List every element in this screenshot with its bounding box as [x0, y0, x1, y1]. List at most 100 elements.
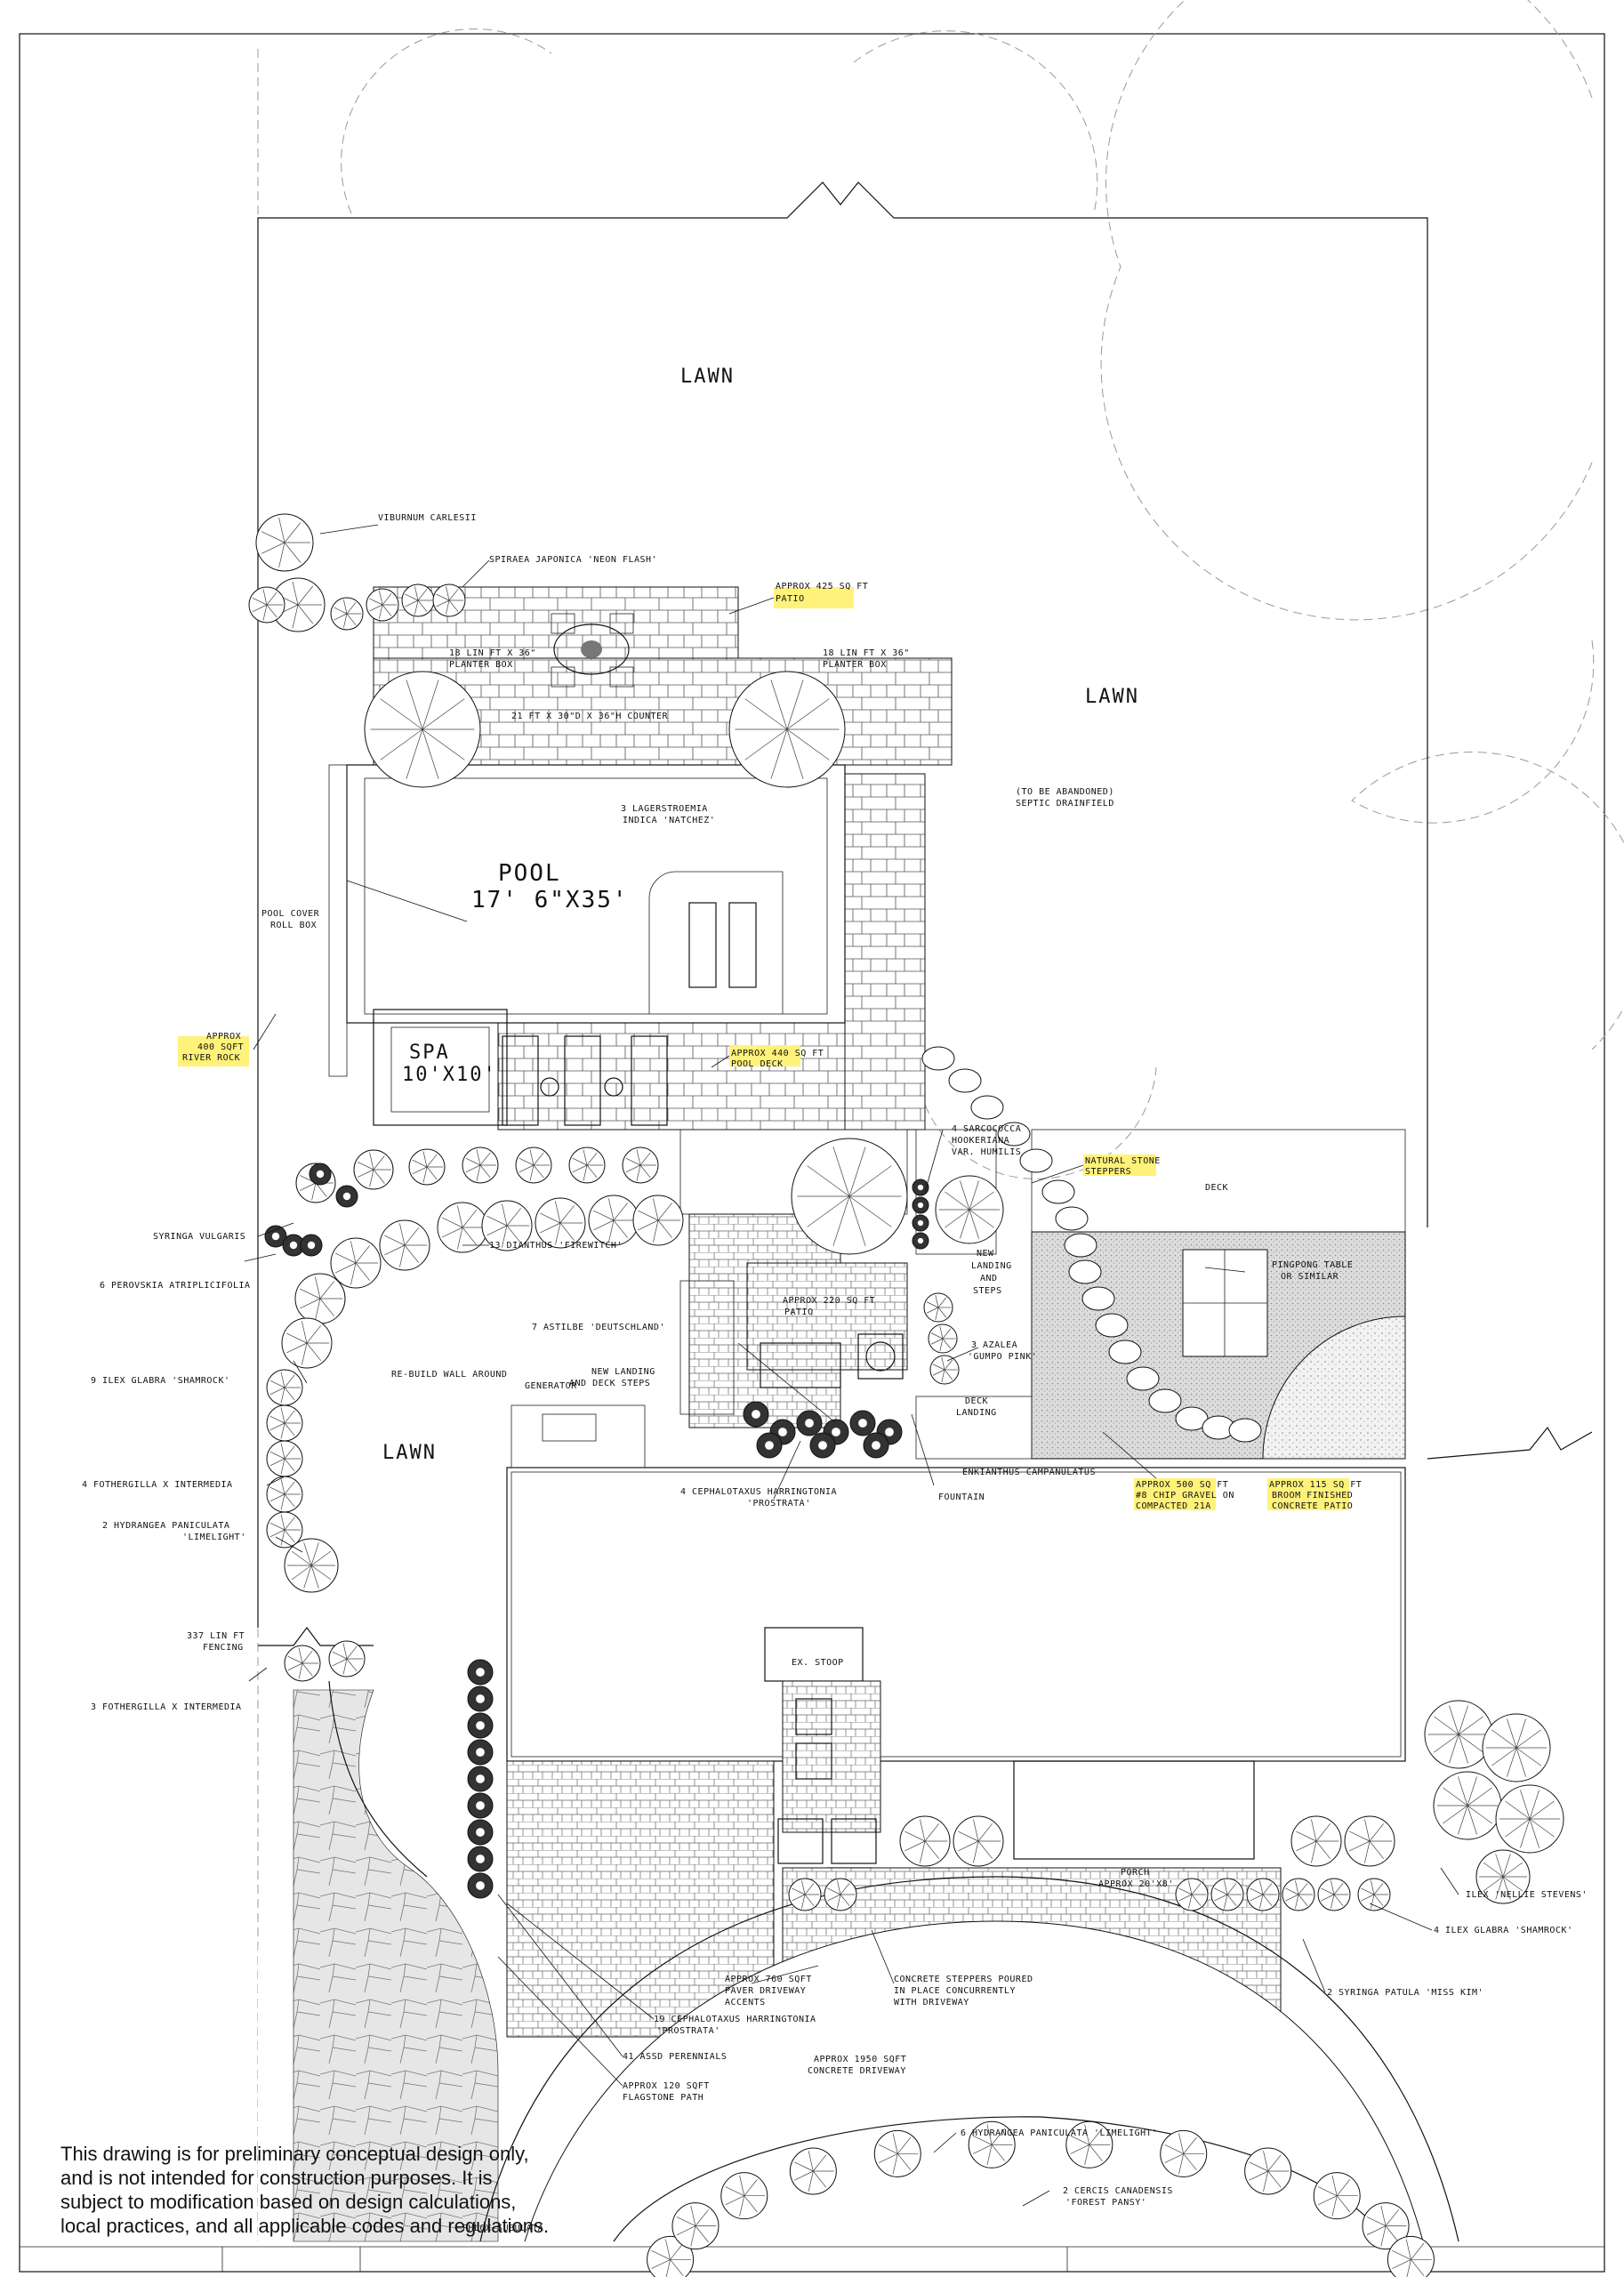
stepping-stone: [1148, 1388, 1182, 1413]
tree-symbol: [929, 1355, 960, 1385]
new-landing-deck-1: New landing: [591, 1367, 655, 1377]
dark-symbol: [912, 1232, 929, 1250]
concrete-drive-2: concrete driveway: [808, 2066, 906, 2076]
lagerstroemia-1: 3 Lagerstroemia: [621, 804, 708, 814]
deck-landing-2: landing: [956, 1408, 997, 1418]
paver-3: accents: [725, 1998, 766, 2007]
tree-symbol: [671, 2202, 720, 2250]
cephalotaxus-4-2: 'Prostrata': [747, 1499, 811, 1509]
new-landing-4: steps: [973, 1286, 1002, 1296]
tree-symbol: [788, 1878, 822, 1911]
star-symbol: [284, 1538, 339, 1593]
ilex-shamrock-left-label: 9 Ilex glabra 'Shamrock': [91, 1376, 230, 1386]
concrete-patio-1: Approx 115 sq ft: [1269, 1480, 1362, 1490]
labels: Lawn Lawn Lawn Pool 17' 6"x35' Spa 10'x1…: [82, 366, 1588, 2233]
dark-symbol: [467, 1659, 494, 1686]
sarcococca-2: hookeriana: [952, 1136, 1009, 1146]
tree-symbol: [953, 1815, 1004, 1867]
tree-symbol: [328, 1640, 366, 1678]
septic-label-2: septic drainfield: [1016, 799, 1114, 809]
dark-symbol: [467, 1766, 494, 1792]
star-symbol: [728, 671, 846, 788]
tree-symbol: [1246, 1878, 1280, 1911]
tree-symbol: [923, 1292, 953, 1323]
patio-425-label-1: Approx 425 sq ft: [776, 582, 868, 591]
tree-symbol: [266, 1476, 303, 1513]
tree-symbol: [266, 1511, 303, 1549]
tree-symbol: [1317, 1878, 1351, 1911]
tree-symbol: [515, 1147, 552, 1184]
azalea-1: 3 Azalea: [971, 1340, 1017, 1350]
lawn-left-label: Lawn: [382, 1442, 437, 1464]
star-symbol: [1495, 1784, 1564, 1854]
pingpong-2: or similar: [1281, 1272, 1339, 1282]
stepping-stone: [970, 1095, 1004, 1120]
tree-symbol: [968, 2120, 1016, 2168]
planter-left-1: 18 lin ft x 36": [449, 648, 536, 658]
tree-symbol: [284, 1645, 321, 1682]
perennials-label: 41 assd perennials: [623, 2052, 727, 2062]
stepping-stone: [1064, 1233, 1097, 1258]
flagstone-1: Approx 120 sqft: [623, 2081, 710, 2091]
dark-symbol: [467, 1739, 494, 1766]
porch-2: Approx 20'x8': [1098, 1879, 1174, 1889]
patio-220-1: Approx 220 sq ft: [783, 1296, 875, 1306]
tree-symbol: [379, 1219, 430, 1271]
dark-symbol: [849, 1410, 876, 1436]
dianthus-label: 13 Dianthus 'Firewitch': [489, 1241, 623, 1251]
cercis-1: 2 Cercis canadensis: [1063, 2186, 1173, 2196]
tree-symbol: [266, 1404, 303, 1442]
dark-symbol: [335, 1185, 358, 1208]
tree-symbol: [281, 1317, 333, 1369]
tree-symbol: [481, 1200, 533, 1251]
tree-symbol: [928, 1324, 958, 1354]
deck-landing-1: Deck: [965, 1396, 988, 1406]
tree-symbol: [1160, 2129, 1208, 2177]
rebuild-1: Re-build wall around: [391, 1370, 507, 1380]
dark-symbol: [467, 1819, 494, 1846]
paver-2: paver driveway: [725, 1986, 806, 1996]
pool-size: 17' 6"x35': [471, 887, 629, 913]
dark-symbol: [282, 1234, 305, 1257]
dark-symbol: [756, 1432, 783, 1459]
river-rock-1: Approx: [206, 1032, 241, 1042]
stoop-label: Ex. stoop: [792, 1658, 844, 1668]
stepping-stone: [997, 1122, 1031, 1147]
patio-220-2: patio: [784, 1307, 814, 1317]
new-landing-2: landing: [971, 1261, 1012, 1271]
dark-symbol: [809, 1432, 836, 1459]
tree-symbol: [789, 2147, 837, 2195]
sarcococca-1: 4 Sarcococca: [952, 1124, 1021, 1134]
house-footprint: [506, 1404, 1406, 1860]
fencing-1: 337 lin ft: [187, 1631, 245, 1641]
star-symbol: [1424, 1700, 1493, 1769]
leader-lines: [244, 524, 1459, 2207]
dark-symbol: [467, 1686, 494, 1712]
tree-symbol: [1290, 1815, 1342, 1867]
steppers-2: in place concurrently: [894, 1986, 1016, 1996]
lawn-top-label: Lawn: [680, 366, 735, 388]
tree-symbol: [720, 2172, 768, 2220]
patio-table: [551, 613, 634, 688]
concrete-drive-1: Approx 1950 sqft: [814, 2055, 906, 2064]
hydrangea-2-1: 2 Hydrangea paniculata: [102, 1521, 229, 1531]
lawn-right-label: Lawn: [1085, 686, 1139, 708]
tree-symbol: [1362, 2202, 1410, 2250]
pool-title: Pool: [498, 860, 561, 887]
dark-symbol: [467, 1872, 494, 1899]
stone-steppers-2: steppers: [1085, 1167, 1131, 1177]
highlights: [178, 587, 1349, 1510]
tree-symbol: [255, 513, 314, 572]
counter-label: 21 ft x 30"d x 36"h counter: [511, 712, 669, 721]
planter-right-2: planter box: [823, 660, 887, 670]
tree-symbol: [1244, 2147, 1292, 2195]
disclaimer-line-3: subject to modification based on design …: [60, 2191, 517, 2213]
sheet-border: [19, 33, 1605, 2273]
tree-symbol: [432, 583, 466, 617]
stepping-stone: [1095, 1313, 1129, 1338]
spa-size: 10'x10': [402, 1064, 497, 1086]
ilex-nellie-label: Ilex 'Nellie Stevens': [1466, 1890, 1588, 1900]
tree-symbol: [408, 1148, 446, 1186]
lagerstroemia-2: indica 'Natchez': [623, 816, 715, 825]
stepping-stone: [948, 1068, 982, 1093]
